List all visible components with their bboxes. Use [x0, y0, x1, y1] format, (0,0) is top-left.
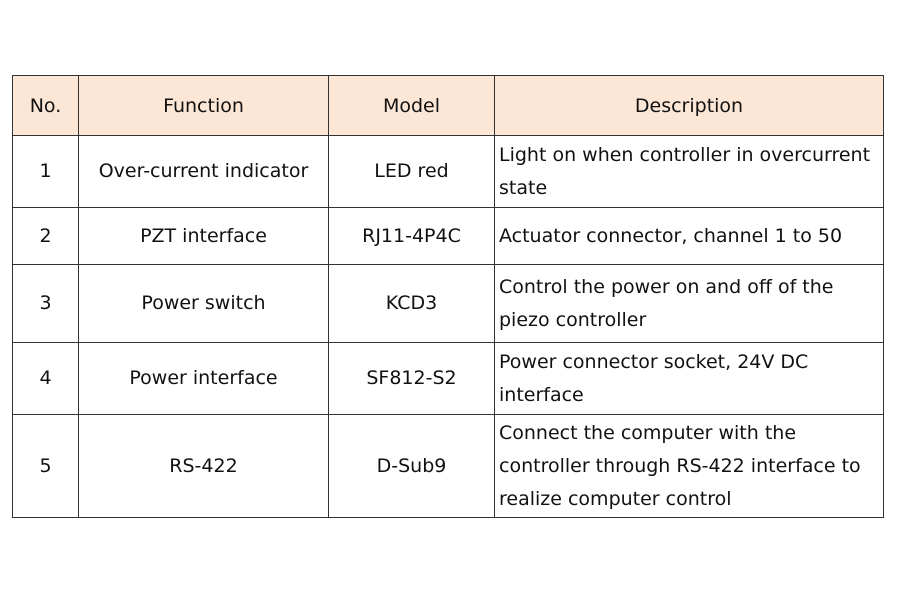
cell-function: Power switch — [78, 264, 329, 343]
header-function: Function — [78, 75, 329, 136]
cell-model: RJ11-4P4C — [328, 207, 495, 265]
interface-spec-table: No. Function Model Description 1 Over-cu… — [12, 75, 884, 518]
cell-model: LED red — [328, 135, 495, 208]
header-description: Description — [494, 75, 884, 136]
cell-function: RS-422 — [78, 414, 329, 518]
cell-description: Connect the computer with the controller… — [494, 414, 884, 518]
cell-no: 2 — [12, 207, 79, 265]
cell-function: PZT interface — [78, 207, 329, 265]
table-row: 1 Over-current indicator LED red Light o… — [12, 135, 884, 208]
cell-description: Light on when controller in overcurrent … — [494, 135, 884, 208]
cell-model: D-Sub9 — [328, 414, 495, 518]
cell-description: Power connector socket, 24V DC interface — [494, 342, 884, 415]
cell-model: SF812-S2 — [328, 342, 495, 415]
cell-no: 3 — [12, 264, 79, 343]
cell-no: 1 — [12, 135, 79, 208]
table-row: 3 Power switch KCD3 Control the power on… — [12, 264, 884, 343]
cell-no: 5 — [12, 414, 79, 518]
cell-function: Over-current indicator — [78, 135, 329, 208]
table-header-row: No. Function Model Description — [12, 75, 884, 136]
table-row: 5 RS-422 D-Sub9 Connect the computer wit… — [12, 414, 884, 518]
cell-function: Power interface — [78, 342, 329, 415]
header-no: No. — [12, 75, 79, 136]
table-row: 4 Power interface SF812-S2 Power connect… — [12, 342, 884, 415]
cell-model: KCD3 — [328, 264, 495, 343]
table-row: 2 PZT interface RJ11-4P4C Actuator conne… — [12, 207, 884, 265]
header-model: Model — [328, 75, 495, 136]
cell-description: Control the power on and off of the piez… — [494, 264, 884, 343]
cell-no: 4 — [12, 342, 79, 415]
cell-description: Actuator connector, channel 1 to 50 — [494, 207, 884, 265]
